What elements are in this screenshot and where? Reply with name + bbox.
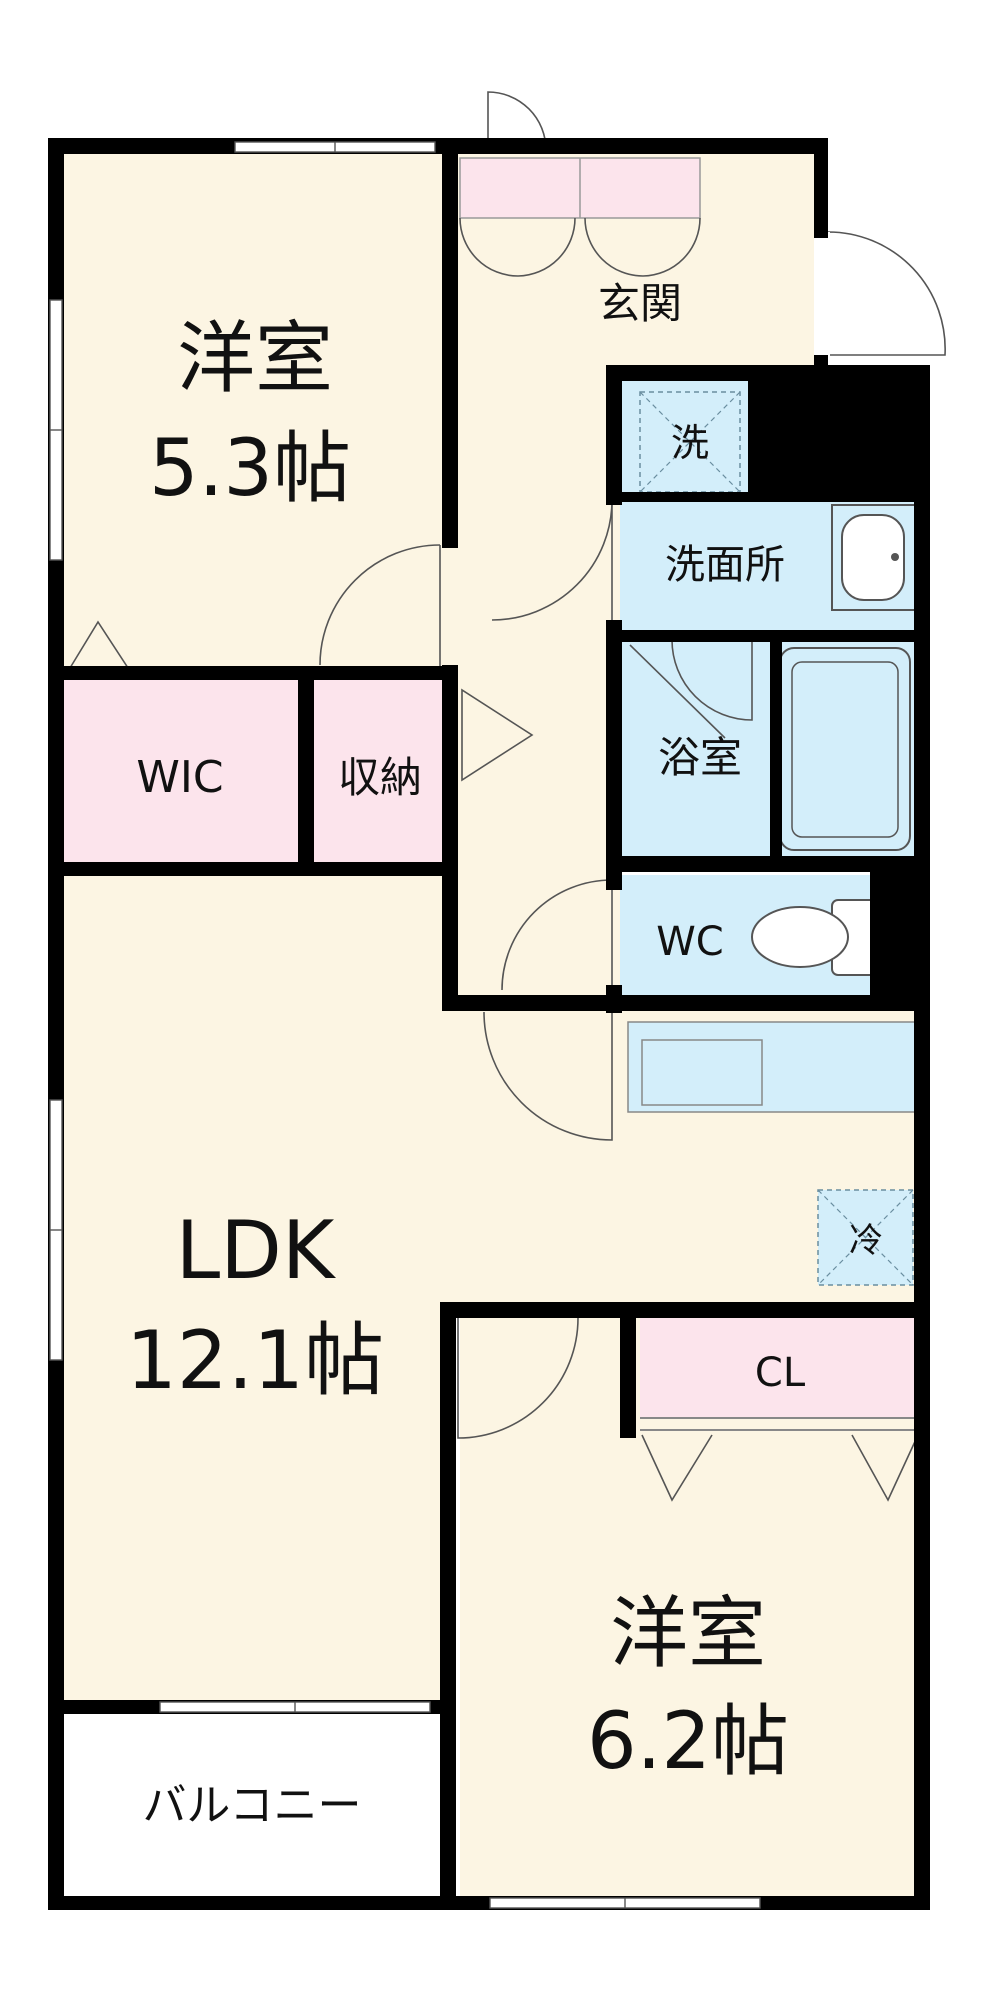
hallway-floor (450, 375, 620, 1000)
entrance-label: 玄関 (598, 279, 682, 328)
washroom-label: 洗面所 (665, 542, 785, 588)
toilet-bowl (751, 906, 849, 968)
wic-door (69, 620, 129, 669)
laundry-label: 洗 (671, 421, 709, 465)
balcony-floor (60, 1715, 440, 1900)
toilet-door (501, 879, 613, 991)
doors (69, 91, 946, 1502)
windows (49, 141, 761, 1909)
bedroom2-door (457, 1317, 579, 1439)
balcony-label: バルコニー (142, 1780, 361, 1831)
bath-door (671, 639, 753, 721)
laundry-pan (639, 391, 741, 493)
storage-floor (312, 680, 450, 865)
labels: 洋室 5.3帖 玄関 洗 洗面所 浴室 WIC 収納 WC LDK 12.1帖 … (126, 279, 883, 1831)
fridge-label: 冷 (849, 1221, 883, 1261)
ldk-name: LDK (176, 1204, 337, 1297)
bedroom2-size: 6.2帖 (587, 1697, 789, 1787)
wic-label: WIC (136, 752, 223, 803)
bedroom1-name: 洋室 (177, 314, 333, 404)
ldk-size: 12.1帖 (126, 1314, 384, 1407)
toilet-label: WC (656, 919, 723, 965)
wic-floor (60, 680, 300, 865)
laundry-floor (620, 375, 755, 500)
closet-label: CL (755, 1350, 806, 1396)
bedroom1-door (319, 544, 441, 666)
front-door (827, 231, 946, 356)
bedroom1-floor (60, 150, 450, 670)
storage-label: 収納 (338, 753, 422, 802)
storage-door (461, 688, 534, 782)
ldk-floor (60, 875, 450, 1705)
kitchen-sink (641, 1039, 763, 1106)
ldk-door (483, 1011, 613, 1141)
bedroom2-name: 洋室 (610, 1589, 766, 1679)
entry-top-door (487, 91, 547, 151)
bath-label: 浴室 (658, 733, 742, 782)
bathtub (779, 647, 911, 851)
washroom-door (491, 499, 613, 621)
closet-floor (640, 1318, 918, 1418)
bedroom1-size: 5.3帖 (149, 424, 351, 514)
